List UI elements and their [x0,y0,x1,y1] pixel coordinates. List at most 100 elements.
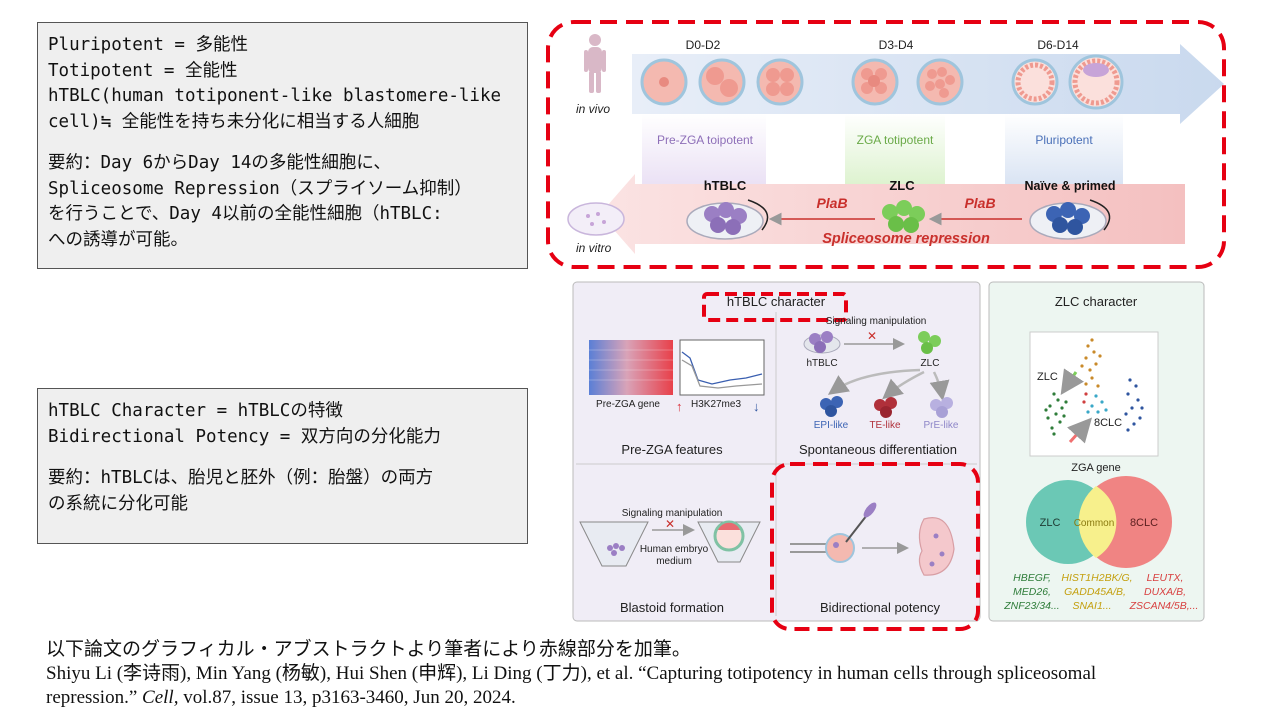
pre-zga-gene-label: Pre-ZGA gene [596,399,660,410]
note2-line: 要約：hTBLCは、胎児と胚外（例：胎盤）の両方 [48,468,434,488]
pluripotent-label: Pluripotent [1035,133,1093,147]
gene-znf23: ZNF23/34... [1003,600,1059,612]
bidirectional-label: Bidirectional potency [820,600,940,615]
loop-arrow-naive [1089,199,1111,231]
needle-cells [863,502,877,518]
note2-line: の系統に分化可能 [48,493,188,514]
te-cluster [874,397,897,418]
note1-line: cell)≒ 全能性を持ち未分化に相当する人細胞 [48,111,420,132]
blastoid-formation-label: Blastoid formation [620,600,724,615]
note2-line [48,450,517,466]
blastoid-icm [718,522,740,530]
in-vitro-dish [567,202,625,236]
citation: 以下論文のグラフィカル・アブストラクトより筆者により赤線部分を加筆。 Shiyu… [46,638,1246,710]
stage-d0: D0-D2 [686,38,721,52]
htblc-label: hTBLC [704,178,747,193]
venn-zlc-label: ZLC [1040,517,1061,529]
note1-line: 要約：Day 6からDay 14の多能性細胞に、 [48,153,391,173]
stage-d6: D6-D14 [1037,38,1079,52]
naive-primed-label: Naïve & primed [1024,179,1115,193]
embryo-morula [916,58,964,106]
pre-zga-label: Pre-ZGA toipotent [657,133,754,147]
embryo-4cell [756,58,804,106]
note-box-top: Pluripotent = 多能性 Totipotent = 全能性 hTBLC(h… [37,22,528,269]
zlc-small-label: ZLC [921,358,940,369]
note-box-bottom: hTBLC Character = hTBLCの特徴 Bidirectional … [37,388,528,544]
zlc-character-panel: ZLC character [988,281,1205,622]
red-highlight-top [546,20,1226,269]
gene-gadd45a: GADD45A/B, [1064,586,1126,598]
citation-journal: Cell, [142,687,179,708]
h3k27-label: H3K27me3 [691,399,741,410]
note1-line: Pluripotent = 多能性 [48,35,249,55]
signaling-label-2: Signaling manipulation [622,508,723,519]
pre-label: PrE-like [923,420,958,431]
h3k27-line-gray [681,359,763,389]
arrow-to-pre [929,371,950,401]
note2-line: Bidirectional Potency = 双方向の分化能力 [48,426,441,447]
citation-line-3a: repression.” [46,687,143,708]
htblc-dish [686,202,764,240]
note1-line [48,135,517,151]
medium-label: medium [656,556,692,567]
red-highlight-bidirectional [770,462,980,631]
eightclc-pointer-arrow [1067,417,1093,444]
cross-mark-2: ✕ [665,517,675,531]
gene-med26: MED26, [1013,586,1051,598]
citation-line-1: 以下論文のグラフィカル・アブストラクトより筆者により赤線部分を加筆。 [46,639,691,660]
pre-zga-features-label: Pre-ZGA features [621,442,723,457]
embryo-2cell [698,58,746,106]
arrow-to-te [882,370,925,400]
in-vivo-label: in vivo [576,102,610,116]
plab-label-1: PlaB [816,195,847,211]
zga-label: ZGA totipotent [857,133,934,147]
plab-label-2: PlaB [964,195,995,211]
zlc-cluster-small [918,331,941,354]
zlc-pointer-arrow [1060,368,1084,395]
injected-cell [833,542,839,548]
arrow-to-epi [827,368,921,395]
htblc-character-panel: hTBLC character Pre-ZGA gene ↑ H3K27me3 … [572,281,981,631]
pre-zga-heatmap [589,340,673,395]
htblc-cluster-small [803,331,841,354]
spliceosome-label: Spliceosome repression [822,231,990,247]
embryo-blastocyst-early [1011,58,1059,106]
human-body-icon [584,34,606,93]
note1-line: Totipotent = 全能性 [48,60,238,81]
citation-line-3b: vol.87, issue 13, p3163-3460, Jun 20, 20… [178,687,516,708]
embryo-blastocyst-late [1068,54,1124,110]
graphical-abstract-figure: in vivo D0-D2 D3-D4 D6-D14 [546,20,1226,631]
embryo-zygote [640,58,688,106]
zga-gene-label: ZGA gene [1071,462,1121,474]
venn-common-fill [1084,488,1104,556]
zlc-label: ZLC [889,178,915,193]
in-vitro-label: in vitro [576,241,612,255]
loop-arrow-htblc [747,199,769,231]
gene-duxa: DUXA/B, [1144,586,1186,598]
epi-cluster [820,396,843,417]
epi-label: EPI-like [814,420,849,431]
umap-zlc-label: ZLC [1037,371,1058,383]
note2-line: hTBLC Character = hTBLCの特徴 [48,401,343,421]
te-label: TE-like [869,420,901,431]
note1-line: hTBLC(human totiponent-like blastomere-l… [48,86,502,106]
embryo-8cell [851,58,899,106]
chimera-embryo [918,517,955,576]
umap-scatter [1044,338,1144,436]
stage-d3: D3-D4 [879,38,914,52]
citation-line-3: repression.” Cell, vol.87, issue 13, p31… [46,686,1246,710]
venn-8clc-label: 8CLC [1130,517,1158,529]
htblc-character-header: hTBLC character [727,294,826,309]
pipette-left [790,543,826,553]
spontaneous-label: Spontaneous differentiation [799,442,957,457]
h3k27-line-blue [681,351,763,385]
note1-line: を行うことで、Day 4以前の全能性細胞（hTBLC: [48,204,443,224]
note1-line: への誘導が可能。 [48,229,188,250]
human-embryo-label: Human embryo [640,544,709,555]
well-cells [607,543,625,556]
note1-line: Spliceosome Repression（スプライソーム抑制） [48,178,472,199]
signaling-label-1: Signaling manipulation [826,316,927,327]
htblc-small-label: hTBLC [806,358,837,369]
top-section: in vivo D0-D2 D3-D4 D6-D14 [546,20,1226,269]
naive-dish [1029,202,1107,240]
